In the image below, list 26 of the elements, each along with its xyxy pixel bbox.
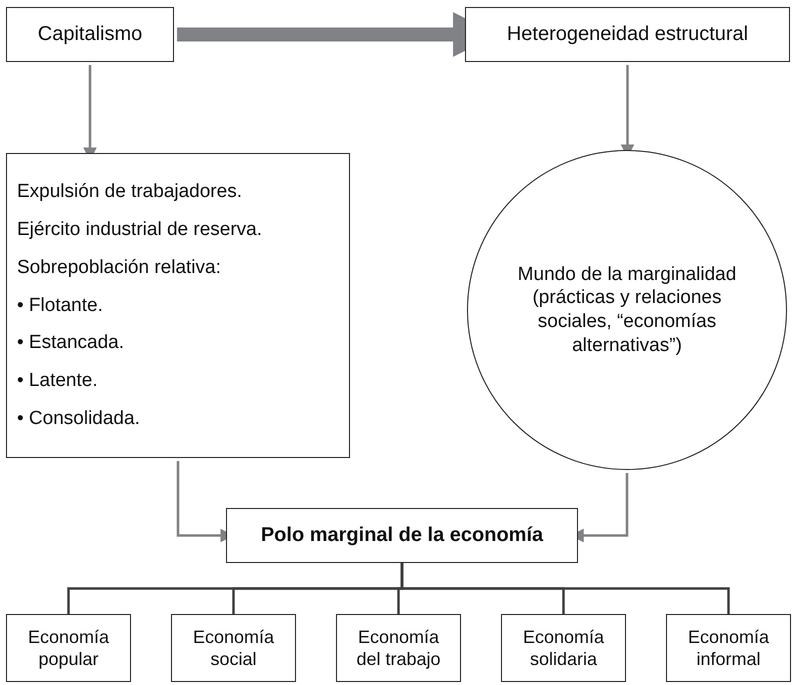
node-label: Capitalismo bbox=[38, 22, 142, 47]
category-box bbox=[6, 614, 131, 682]
node-label: Economía social bbox=[192, 626, 276, 670]
node-label: Economía del trabajo bbox=[355, 626, 442, 670]
node-label: Heterogeneidad estructural bbox=[506, 22, 748, 47]
list-item: • Consolidada. bbox=[17, 406, 140, 431]
category-box bbox=[666, 614, 791, 682]
category-box bbox=[501, 614, 626, 682]
node-label: Mundo de la marginalidad (prácticas y relaciones sociales, “economías alternativas”) bbox=[516, 262, 738, 358]
node-label: Economía popular bbox=[26, 626, 110, 670]
list-item: • Flotante. bbox=[17, 294, 103, 318]
list-item: Sobrepoblación relativa: bbox=[17, 256, 221, 280]
category-box bbox=[336, 614, 461, 682]
category-box bbox=[171, 614, 296, 682]
list-item: Expulsión de trabajadores. bbox=[17, 180, 242, 204]
connector-line bbox=[400, 563, 730, 614]
process-box bbox=[6, 7, 174, 62]
list-item: • Latente. bbox=[17, 369, 98, 393]
node-label: Economía solidaria bbox=[522, 626, 606, 670]
list-item: • Estancada. bbox=[17, 331, 124, 356]
list-box bbox=[6, 153, 350, 458]
process-box bbox=[465, 7, 790, 62]
node-label: Economía informal bbox=[686, 626, 770, 670]
list-item: Ejército industrial de reserva. bbox=[17, 218, 262, 242]
central-box bbox=[226, 508, 578, 563]
node-label: Polo marginal de la economía bbox=[260, 523, 544, 548]
